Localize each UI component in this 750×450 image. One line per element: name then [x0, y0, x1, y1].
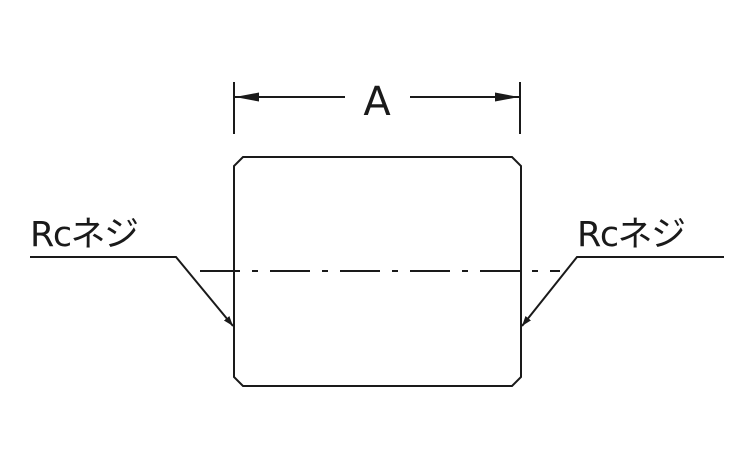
dimension-label: A — [363, 79, 391, 125]
left-leader-line — [30, 256, 234, 327]
left-callout-label: Rcネジ — [30, 215, 138, 255]
right-leader-line — [521, 256, 724, 327]
fitting-body — [233, 156, 522, 387]
right-callout-label: Rcネジ — [577, 215, 685, 255]
